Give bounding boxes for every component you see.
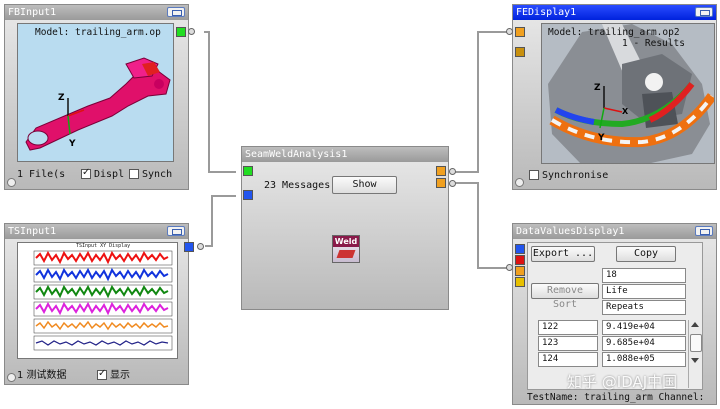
svg-text:Y: Y bbox=[597, 133, 605, 143]
fb-input-output-port[interactable] bbox=[176, 27, 186, 37]
table-row-value[interactable]: 9.685e+04 bbox=[602, 336, 686, 351]
data-values-input-port-red[interactable] bbox=[515, 255, 525, 265]
header-cell-18[interactable]: 18 bbox=[602, 268, 686, 283]
table-row-value[interactable]: 9.419e+04 bbox=[602, 320, 686, 335]
fb-input-display-checkbox[interactable]: Displ bbox=[81, 167, 125, 180]
resize-handle-icon[interactable] bbox=[7, 373, 16, 382]
fb-display-titlebar[interactable]: FEDisplay1 bbox=[513, 5, 716, 20]
ts-input-display-checkbox[interactable]: 显示 bbox=[97, 366, 130, 381]
fb-display-sync-checkbox[interactable]: Synchronise bbox=[529, 170, 608, 181]
fb-input-file-count: 1 File(s bbox=[17, 169, 66, 180]
scroll-up-arrow-icon[interactable] bbox=[691, 322, 699, 327]
resize-handle-icon[interactable] bbox=[7, 178, 16, 187]
data-values-input-port-blue[interactable] bbox=[515, 244, 525, 254]
fb-input-sync-checkbox[interactable]: Synch bbox=[129, 169, 172, 180]
ts-input-panel[interactable]: TSInput1 TSInput XY Display 1 测试数据 显示 bbox=[4, 223, 189, 385]
data-values-input-port-yellow[interactable] bbox=[515, 277, 525, 287]
wire-tsinput-to-seam bbox=[205, 195, 236, 247]
wire-fbinput-to-seam bbox=[204, 31, 236, 173]
data-values-title: DataValuesDisplay1 bbox=[516, 226, 625, 237]
weld-icon-label: Weld bbox=[333, 236, 359, 247]
seam-weld-input-port-blue[interactable] bbox=[243, 190, 253, 200]
ts-input-restore-icon[interactable] bbox=[167, 226, 185, 236]
seam-weld-output-port-1[interactable] bbox=[436, 166, 446, 176]
data-values-panel[interactable]: DataValuesDisplay1 Export ... Copy Remov… bbox=[512, 223, 717, 405]
copy-button[interactable]: Copy bbox=[616, 246, 676, 262]
svg-text:Z: Z bbox=[58, 93, 65, 103]
seam-weld-panel[interactable]: SeamWeldAnalysis1 23 Messages Show Weld bbox=[241, 146, 449, 310]
seam-weld-title: SeamWeldAnalysis1 bbox=[245, 149, 348, 160]
fb-display-input-port-1[interactable] bbox=[515, 27, 525, 37]
data-values-input-port-orange[interactable] bbox=[515, 266, 525, 276]
seam-weld-titlebar[interactable]: SeamWeldAnalysis1 bbox=[242, 147, 448, 162]
connector-knob[interactable] bbox=[449, 168, 456, 175]
checkbox-checked-icon[interactable] bbox=[97, 368, 107, 380]
resize-handle-icon[interactable] bbox=[515, 178, 524, 187]
fb-display-input-port-2[interactable] bbox=[515, 47, 525, 57]
watermark: 知乎 @IDAJ中国 bbox=[567, 373, 678, 391]
seam-weld-messages: 23 Messages bbox=[264, 180, 331, 191]
scrollbar-thumb[interactable] bbox=[690, 334, 702, 352]
fb-input-titlebar[interactable]: FBInput1 bbox=[5, 5, 188, 20]
fb-display-sync-label: Synchronise bbox=[542, 170, 609, 181]
trailing-arm-model-image: Z Y bbox=[25, 57, 171, 151]
weld-plate-icon bbox=[336, 250, 356, 258]
fb-display-viewport[interactable]: Z X Y Model: trailing_arm.op2 1 - Result… bbox=[541, 23, 715, 164]
time-series-plot-image bbox=[33, 250, 173, 351]
fatigue-results-model-image: Z X Y bbox=[542, 24, 714, 163]
fb-input-display-label: Displ bbox=[94, 169, 125, 180]
wire-seam-to-fbdisplay bbox=[455, 31, 508, 173]
wire-seam-to-datavalues bbox=[455, 182, 508, 269]
fb-display-restore-icon[interactable] bbox=[695, 7, 713, 17]
data-values-footer: TestName: trailing_arm Channel: bbox=[527, 392, 705, 403]
connector-knob[interactable] bbox=[449, 180, 456, 187]
table-row-index[interactable]: 124 bbox=[538, 352, 598, 367]
svg-text:X: X bbox=[622, 107, 629, 116]
checkbox-checked-icon[interactable] bbox=[81, 167, 91, 179]
fb-input-panel[interactable]: FBInput1 Model: trailing_arm.op Z Y 1 Fi… bbox=[4, 4, 189, 190]
fb-display-model-text: Model: trailing_arm.op2 bbox=[548, 27, 680, 38]
fb-input-restore-icon[interactable] bbox=[167, 7, 185, 17]
connector-knob[interactable] bbox=[188, 28, 195, 35]
table-vertical-scrollbar[interactable] bbox=[688, 320, 702, 388]
checkbox-unchecked-icon[interactable] bbox=[529, 170, 539, 180]
fb-input-title: FBInput1 bbox=[8, 7, 57, 18]
header-cell-repeats[interactable]: Repeats bbox=[602, 300, 686, 315]
remove-sort-button[interactable]: Remove Sort bbox=[531, 283, 599, 310]
connector-knob[interactable] bbox=[197, 243, 204, 250]
ts-input-output-port[interactable] bbox=[184, 242, 194, 252]
checkbox-unchecked-icon[interactable] bbox=[129, 169, 139, 179]
export-button[interactable]: Export ... bbox=[531, 246, 595, 262]
ts-input-plot[interactable]: TSInput XY Display bbox=[17, 242, 178, 359]
fb-input-model-text: Model: trailing_arm.op bbox=[35, 27, 161, 38]
data-values-restore-icon[interactable] bbox=[695, 226, 713, 236]
table-row-index[interactable]: 122 bbox=[538, 320, 598, 335]
svg-text:Y: Y bbox=[68, 139, 76, 149]
ts-input-titlebar[interactable]: TSInput1 bbox=[5, 224, 188, 239]
data-values-titlebar[interactable]: DataValuesDisplay1 bbox=[513, 224, 716, 239]
connector-knob[interactable] bbox=[506, 264, 513, 271]
show-button[interactable]: Show bbox=[332, 176, 397, 194]
table-row-value[interactable]: 1.088e+05 bbox=[602, 352, 686, 367]
connector-knob[interactable] bbox=[506, 28, 513, 35]
data-values-table-area: Export ... Copy Remove Sort 18 Life Repe… bbox=[527, 242, 703, 390]
seam-weld-output-port-2[interactable] bbox=[436, 178, 446, 188]
ts-input-count: 1 测试数据 bbox=[17, 370, 67, 381]
ts-input-title: TSInput1 bbox=[8, 226, 57, 237]
header-cell-life[interactable]: Life bbox=[602, 284, 686, 299]
fb-input-sync-label: Synch bbox=[142, 169, 173, 180]
ts-input-plot-title: TSInput XY Display bbox=[76, 243, 131, 249]
svg-text:Z: Z bbox=[594, 83, 601, 93]
weld-icon[interactable]: Weld bbox=[332, 235, 360, 263]
table-row-index[interactable]: 123 bbox=[538, 336, 598, 351]
seam-weld-input-port-green[interactable] bbox=[243, 166, 253, 176]
ts-input-display-label: 显示 bbox=[110, 370, 130, 381]
fb-input-viewport[interactable]: Model: trailing_arm.op Z Y bbox=[17, 23, 174, 162]
scroll-down-arrow-icon[interactable] bbox=[691, 358, 699, 363]
fb-display-results-text: 1 - Results bbox=[622, 38, 685, 49]
fb-display-title: FEDisplay1 bbox=[516, 7, 577, 18]
fb-display-panel[interactable]: FEDisplay1 Z X Y Model: trailing_arm.op2… bbox=[512, 4, 717, 190]
